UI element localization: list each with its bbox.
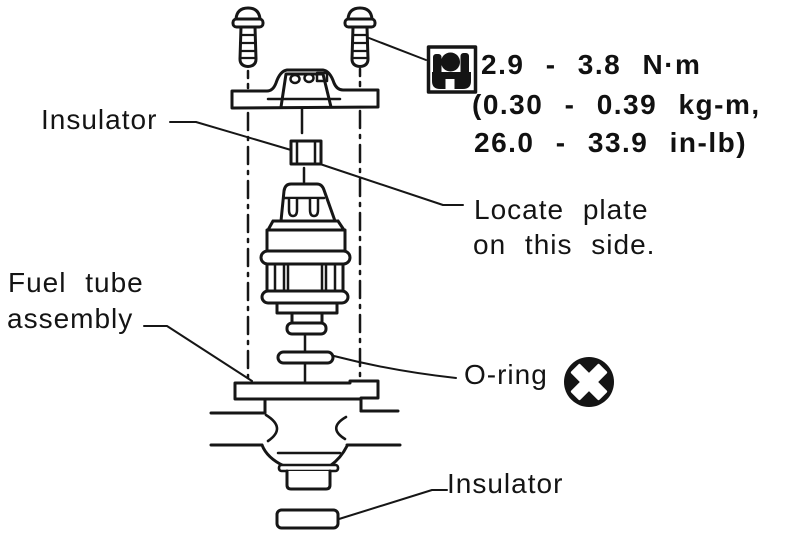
insulator-bottom-part xyxy=(275,508,340,530)
insulator-top-body xyxy=(289,139,323,166)
fuel-tube-throat-arc-left xyxy=(264,413,279,443)
fuel-tube-wall-left-upper xyxy=(209,397,267,415)
torque-icon-arm xyxy=(460,53,469,75)
torque-spec-line3: 26.0 - 33.9 in-lb) xyxy=(474,127,748,158)
leader-locate-plate xyxy=(319,163,464,206)
fuel-tube-label-line1: Fuel tube xyxy=(8,267,144,298)
fuel-tube-throat-arc-right xyxy=(334,415,348,441)
mounting-bolt-right xyxy=(343,6,377,68)
fuel-tube-plate xyxy=(233,379,380,413)
o-ring-label: O-ring xyxy=(464,359,548,390)
injector-barrel-ribs xyxy=(273,262,337,293)
bolt-head-dome xyxy=(346,6,374,21)
bolt-shaft xyxy=(350,25,370,68)
insulator-top-part xyxy=(289,139,323,166)
leader-torque-spec xyxy=(368,37,427,61)
leader-o-ring xyxy=(333,355,457,379)
bolt-threads xyxy=(350,33,370,60)
do-not-reuse-x-bar xyxy=(570,363,608,401)
injector-collar-ring xyxy=(259,249,352,266)
injector-cap-slot xyxy=(308,197,320,218)
torque-icon-ball xyxy=(441,52,460,72)
leader-fuel-tube xyxy=(143,325,253,382)
insulator-top-label: Insulator xyxy=(41,104,158,135)
fuel-tube-assembly-part xyxy=(209,379,402,491)
leader-insulator-bottom xyxy=(338,489,448,520)
insulator-bottom-label: Insulator xyxy=(447,468,564,499)
locate-plate xyxy=(230,68,380,110)
bolt-head-dome xyxy=(234,6,262,21)
bolt-shaft xyxy=(238,25,258,68)
injector-nozzle-tip xyxy=(285,321,328,336)
locate-plate-boss xyxy=(279,72,333,109)
leader-lines xyxy=(143,37,464,520)
fuel-tube-socket xyxy=(285,469,332,491)
fuel-tube-label-line2: assembly xyxy=(7,303,134,334)
fuel-tube-bell-left xyxy=(260,443,286,468)
torque-wrench-icon xyxy=(426,45,478,94)
torque-spec-line1: 2.9 - 3.8 N·m xyxy=(481,49,702,80)
insulator-top-walls xyxy=(295,139,317,166)
mounting-bolt-left xyxy=(231,6,265,68)
torque-spec-line2: (0.30 - 0.39 kg-m, xyxy=(472,89,761,120)
locate-plate-tab xyxy=(315,71,329,83)
torque-icon-arm xyxy=(433,54,442,76)
injector-barrel xyxy=(265,262,345,293)
locate-plate-hole xyxy=(289,73,301,85)
fuel-injector xyxy=(259,182,352,336)
locate-plate-hole xyxy=(303,72,315,84)
center-lines xyxy=(246,67,362,399)
o-ring-part xyxy=(276,350,335,365)
bolt-threads xyxy=(238,33,258,60)
fuel-tube-bell-right xyxy=(328,444,349,468)
leader-insulator-top xyxy=(169,121,292,151)
locate-plate-label-line2: on this side. xyxy=(473,229,656,260)
do-not-reuse-x-icon xyxy=(564,357,614,407)
injector-lower-flange xyxy=(260,289,350,305)
torque-icon-notch xyxy=(445,79,455,90)
injector-band xyxy=(265,228,347,253)
injector-cap-slot xyxy=(287,197,299,218)
locate-plate-label-line1: Locate plate xyxy=(474,194,649,225)
